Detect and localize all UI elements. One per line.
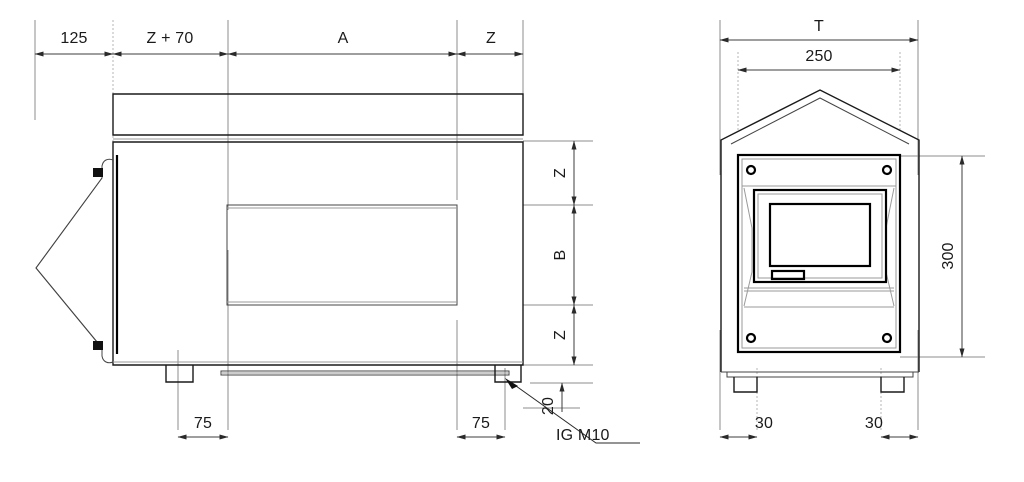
screw-top-right: [881, 164, 893, 176]
front-foot-left: [733, 377, 758, 393]
screw-bottom-right: [881, 332, 893, 344]
dim-side-bottom-75-left: 75: [194, 415, 212, 432]
side-mount-block-top: [93, 168, 103, 177]
dim-side-top-125: 125: [60, 30, 87, 47]
side-mount-block-bottom: [93, 341, 103, 350]
dim-front-bottom-30-left: 30: [755, 415, 773, 432]
front-view-bottom-dimensions: 30 30: [719, 415, 919, 440]
front-view-extension-lines: [719, 20, 985, 430]
front-view-right-dimensions: 300: [940, 155, 965, 358]
side-view-bottom-dimensions: 75 75: [177, 415, 506, 440]
side-view-body: [35, 93, 524, 383]
front-view: T 250: [719, 18, 985, 440]
side-foot-left: [165, 365, 194, 383]
dim-side-top-z: Z: [486, 30, 496, 47]
side-view-extension-lines: [34, 20, 593, 430]
dim-front-right-300: 300: [940, 242, 957, 269]
dim-side-right-z-top: Z: [552, 168, 569, 178]
side-view-top-dimensions: 125 Z + 70 A Z: [34, 30, 524, 57]
front-view-top-dimensions: T 250: [719, 18, 919, 73]
screw-bottom-left: [745, 332, 757, 344]
front-control-panel: [752, 188, 888, 284]
dim-front-top-t: T: [814, 18, 824, 35]
dim-side-right-20: 20: [540, 397, 557, 415]
screw-top-left: [745, 164, 757, 176]
front-display-screen: [768, 202, 872, 268]
dim-side-bottom-75-right: 75: [472, 415, 490, 432]
dim-front-top-250: 250: [805, 48, 832, 65]
dim-side-right-b: B: [552, 250, 569, 261]
front-outer-shell: [720, 89, 920, 372]
front-door-inner-edge: [741, 158, 897, 349]
front-foot-right: [880, 377, 905, 393]
front-control-panel-inner: [757, 193, 883, 279]
dim-side-top-z70: Z + 70: [146, 30, 193, 47]
side-view-right-dimensions: Z B Z 20: [540, 140, 577, 415]
front-door-screws: [745, 164, 893, 344]
label-ig-m10: IG M10: [556, 427, 610, 444]
dim-side-top-a: A: [338, 30, 349, 47]
front-door-frame: [736, 153, 902, 354]
front-view-body: [720, 89, 920, 393]
side-view: 125 Z + 70 A Z: [34, 20, 640, 444]
dim-side-right-z-bottom: Z: [552, 330, 569, 340]
dim-front-bottom-30-right: 30: [865, 415, 883, 432]
side-panel-rect: [226, 204, 458, 306]
front-panel-button: [770, 269, 806, 281]
side-view-annotation-ig-m10: IG M10: [505, 378, 640, 444]
